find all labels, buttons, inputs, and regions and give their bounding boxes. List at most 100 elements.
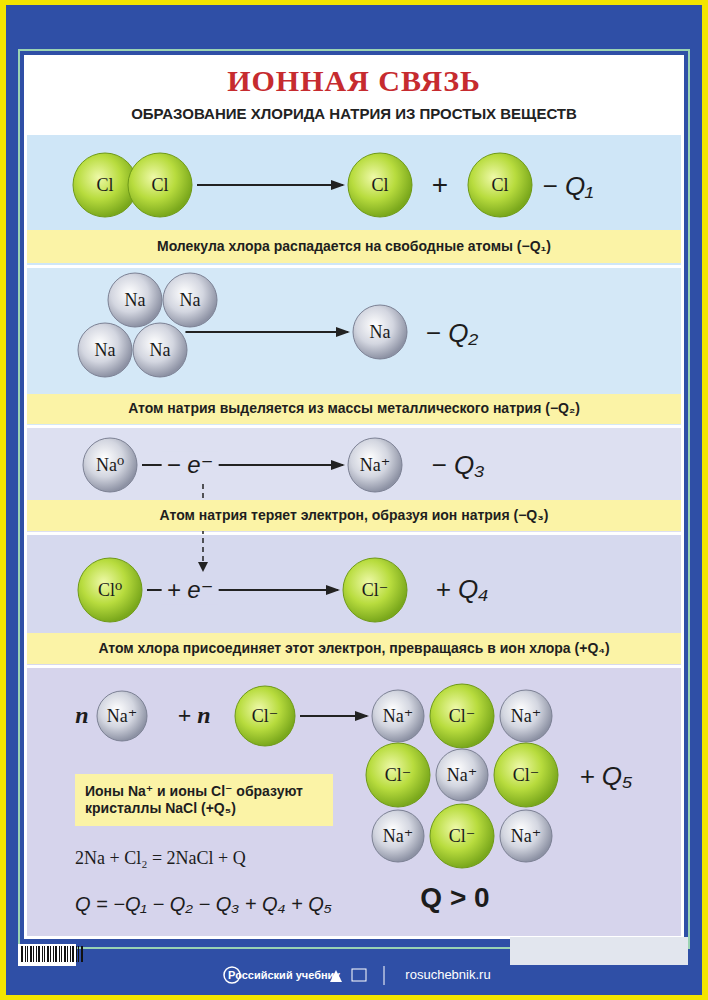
barcode: [18, 944, 83, 966]
caption-text: Атом хлора присоединяет этот электрон, п…: [98, 640, 609, 658]
energy-term: − Q₃: [432, 451, 485, 481]
energy-condition: Q > 0: [420, 882, 489, 914]
reaction-arrow: [197, 184, 343, 186]
atom-shape: [235, 686, 295, 746]
imprint-box: [510, 937, 688, 965]
atom-shape: [108, 273, 162, 327]
atom-symbol: Na: [125, 290, 146, 311]
atom-symbol: Na⁰: [96, 454, 124, 476]
barcode-bar: [50, 946, 51, 962]
atom-symbol: Na⁺: [511, 825, 542, 847]
caption-band: Молекула хлора распадается на свободные …: [27, 230, 681, 263]
barcode-bar: [44, 946, 45, 962]
atom-symbol: Na: [370, 322, 391, 343]
chlorine-circle: Cl⁻: [429, 683, 495, 749]
sodium-circle: Na⁺: [96, 690, 148, 742]
chlorine-circle: Cl⁻: [342, 557, 408, 623]
subtitle: ОБРАЗОВАНИЕ ХЛОРИДА НАТРИЯ ИЗ ПРОСТЫХ ВЕ…: [131, 105, 577, 122]
sodium-circle: Na⁺: [435, 748, 489, 802]
barcode-bar: [47, 946, 49, 962]
atom-shape: [430, 804, 494, 868]
atom-shape: [343, 558, 407, 622]
atom-symbol: Cl⁻: [513, 764, 540, 786]
publisher-url: rosuchebnik.ru: [405, 968, 490, 983]
atom-symbol: Na⁺: [447, 764, 478, 786]
barcode-bar: [72, 946, 74, 962]
caption-text: Атом натрия выделяется из массы металлич…: [128, 400, 580, 418]
atom-symbol: Na⁺: [360, 454, 391, 476]
sodium-circle: Na: [162, 272, 218, 328]
publisher-logo: [352, 969, 366, 981]
coefficient: n: [75, 702, 88, 730]
plus-sign: +: [432, 169, 448, 201]
atom-shape: [436, 749, 488, 801]
electron-term: − e⁻: [162, 451, 219, 479]
reaction-arrow: [185, 331, 348, 333]
barcode-bar: [59, 946, 60, 962]
atom-shape: [500, 690, 552, 742]
barcode-bar: [55, 946, 57, 962]
atom-shape: [348, 153, 412, 217]
atom-symbol: Cl: [151, 175, 168, 196]
atom-shape: [128, 153, 192, 217]
sodium-circle: Na: [352, 304, 408, 360]
barcode-bar: [27, 946, 28, 962]
barcode-bar: [53, 946, 54, 962]
atom-symbol: Cl: [491, 175, 508, 196]
atom-symbol: Cl⁻: [449, 705, 476, 727]
atom-symbol: Na⁺: [383, 705, 414, 727]
atom-shape: [500, 810, 552, 862]
content-ground: [24, 55, 684, 939]
sodium-circle: Na⁺: [499, 689, 553, 743]
barcode-ground: [18, 944, 76, 966]
atom-shape: [430, 684, 494, 748]
atom-symbol: Na: [150, 340, 171, 361]
barcode-bar: [33, 946, 34, 962]
blue-frame: [6, 5, 702, 995]
atom-shape: [348, 438, 402, 492]
atom-symbol: Na⁺: [383, 825, 414, 847]
panel: [27, 668, 681, 936]
chlorine-circle: Cl⁻: [429, 803, 495, 869]
chlorine-circle: Cl⁻: [493, 742, 559, 808]
caption-text: Ионы Na⁺ и ионы Cl⁻ образуют кристаллы N…: [85, 783, 323, 818]
caption-text: Молекула хлора распадается на свободные …: [157, 238, 551, 256]
atom-shape: [372, 690, 424, 742]
atom-symbol: Cl: [96, 175, 113, 196]
barcode-bar: [30, 946, 32, 962]
chlorine-circle: Cl: [347, 152, 413, 218]
caption-band: Атом натрия выделяется из массы металлич…: [27, 394, 681, 424]
atom-shape: [78, 558, 142, 622]
barcode-bar: [64, 946, 66, 962]
barcode-bar: [61, 946, 62, 962]
panel: [27, 268, 681, 425]
atom-shape: [468, 153, 532, 217]
atom-shape: [163, 273, 217, 327]
chlorine-circle: Cl⁰: [77, 557, 143, 623]
caption-band: Атом хлора присоединяет этот электрон, п…: [27, 633, 681, 664]
barcode-bar: [76, 946, 77, 962]
caption-band: Атом натрия теряет электрон, образуя ион…: [27, 500, 681, 531]
barcode-bar: [25, 946, 26, 962]
divider: [384, 966, 385, 985]
atom-symbol: Na⁺: [107, 705, 138, 727]
atom-symbol: Cl⁻: [449, 825, 476, 847]
energy-equation: Q = −Q₁ − Q₂ − Q₃ + Q₄ + Q₅: [75, 893, 332, 916]
atom-symbol: Cl: [371, 175, 388, 196]
atom-shape: [494, 743, 558, 807]
barcode-bar: [38, 946, 40, 962]
sodium-circle: Na⁺: [499, 809, 553, 863]
chlorine-circle: Cl⁻: [234, 685, 296, 747]
atom-symbol: Cl⁻: [385, 764, 412, 786]
sodium-circle: Na: [107, 272, 163, 328]
atom-shape: [83, 438, 137, 492]
sodium-circle: Na⁺: [371, 809, 425, 863]
barcode-bar: [70, 946, 71, 962]
chlorine-circle: Cl: [467, 152, 533, 218]
chlorine-circle: Cl⁻: [365, 742, 431, 808]
barcode-bar: [81, 946, 83, 962]
publisher-name: Российский учебник: [228, 969, 340, 982]
sodium-circle: Na⁺: [371, 689, 425, 743]
panel: [27, 428, 681, 532]
